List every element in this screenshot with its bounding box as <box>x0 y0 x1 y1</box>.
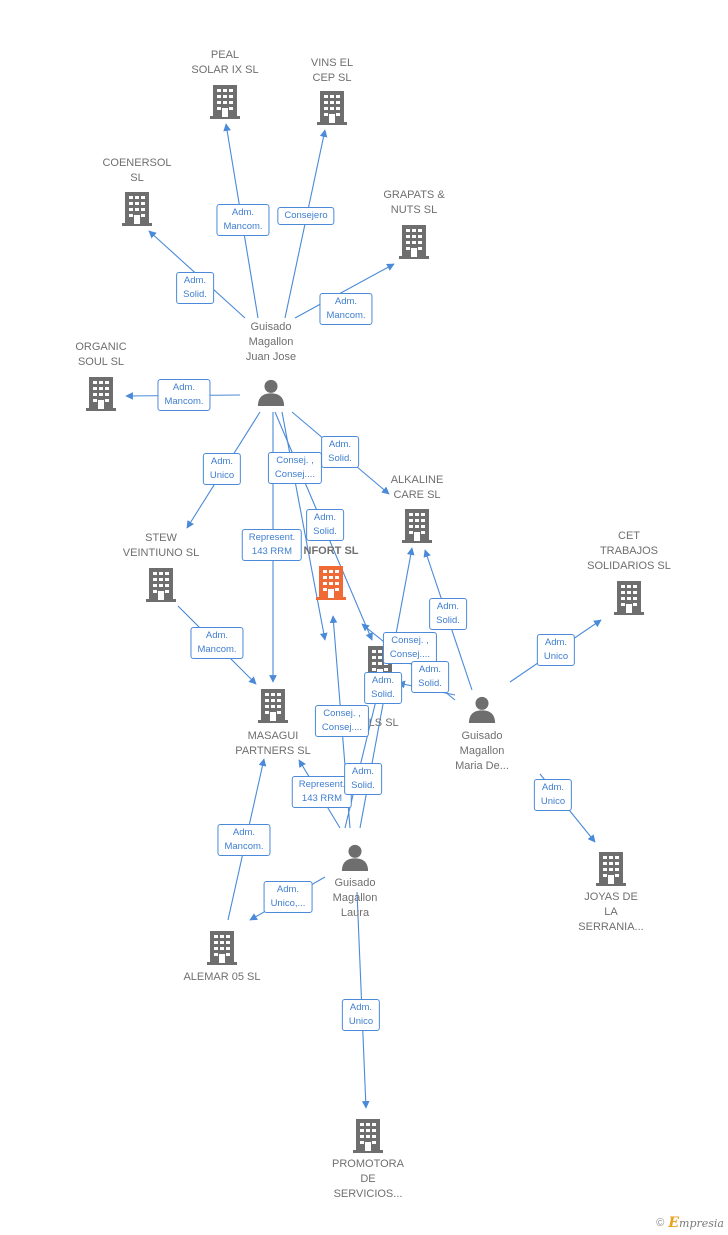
relation-tag[interactable]: Represent. 143 RRM <box>291 776 353 808</box>
person-icon[interactable] <box>468 696 496 723</box>
node-label-masagui[interactable]: MASAGUI PARTNERS SL <box>235 730 311 757</box>
node-label-promotora[interactable]: PROMOTORA DE SERVICIOS... <box>332 1158 404 1200</box>
relation-tag[interactable]: Adm. Solid. <box>411 661 449 693</box>
edge-juanjose-to-grapats <box>294 263 395 319</box>
relation-tag[interactable]: Adm. Solid. <box>429 598 467 630</box>
building-icon[interactable] <box>207 931 237 965</box>
building-icon[interactable] <box>146 568 176 602</box>
building-icon[interactable] <box>399 225 429 259</box>
person-icon[interactable] <box>341 844 369 871</box>
relation-tag[interactable]: Adm. Solid. <box>176 272 214 304</box>
node-label-mariade[interactable]: Guisado Magallon Maria De... <box>455 730 509 772</box>
relation-tag[interactable]: Adm. Mancom. <box>216 204 270 236</box>
node-label-peal[interactable]: PEAL SOLAR IX SL <box>191 49 259 76</box>
relation-tag[interactable]: Adm. Unico <box>202 453 242 485</box>
relation-tag[interactable]: Adm. Solid. <box>321 436 359 468</box>
node-label-focus[interactable]: NFORT SL <box>303 545 359 557</box>
relation-tag[interactable]: Adm. Mancom. <box>217 824 271 856</box>
relation-tag[interactable]: Represent. 143 RRM <box>241 529 303 561</box>
node-label-grapats[interactable]: GRAPATS & NUTS SL <box>383 189 445 216</box>
relation-tag[interactable]: Adm. Unico <box>341 999 381 1031</box>
person-icon[interactable] <box>257 379 285 406</box>
copyright-icon: © <box>656 1217 665 1229</box>
relation-tag[interactable]: Consej. , Consej.... <box>382 632 438 664</box>
relation-tag[interactable]: Consej. , Consej.... <box>267 452 323 484</box>
building-icon[interactable] <box>596 852 626 886</box>
relation-tag[interactable]: Consejero <box>277 207 335 225</box>
brand-logo[interactable]: Empresia <box>668 1215 724 1231</box>
node-label-coenersol[interactable]: COENERSOL SL <box>102 157 172 184</box>
node-label-alkaline[interactable]: ALKALINE CARE SL <box>390 474 444 501</box>
building-icon[interactable] <box>614 581 644 615</box>
footer: © Empresia <box>656 1215 724 1231</box>
brand-name: mpresia <box>679 1217 724 1230</box>
relation-tag[interactable]: Adm. Mancom. <box>157 379 211 411</box>
building-icon[interactable] <box>210 85 240 119</box>
node-label-laura[interactable]: Guisado Magallon Laura <box>332 877 378 919</box>
building-icon[interactable] <box>317 91 347 125</box>
node-label-joyas[interactable]: JOYAS DE LA SERRANIA... <box>578 891 644 933</box>
brand-initial: E <box>668 1215 680 1231</box>
building-icon[interactable] <box>316 566 346 600</box>
node-label-alemar[interactable]: ALEMAR 05 SL <box>183 971 261 983</box>
relation-tag[interactable]: Adm. Mancom. <box>319 293 373 325</box>
node-label-juanjose[interactable]: Guisado Magallon Juan Jose <box>245 321 297 363</box>
node-label-cet[interactable]: CET TRABAJOS SOLIDARIOS SL <box>587 530 671 572</box>
edge-juanjose-to-middle <box>281 411 328 641</box>
building-icon[interactable] <box>353 1119 383 1153</box>
relation-tag[interactable]: Adm. Unico,... <box>263 881 313 913</box>
building-icon[interactable] <box>258 689 288 723</box>
node-label-organic[interactable]: ORGANIC SOUL SL <box>75 341 127 368</box>
relation-tag[interactable]: Adm. Solid. <box>344 763 382 795</box>
building-icon[interactable] <box>122 192 152 226</box>
relation-tag[interactable]: Adm. Solid. <box>364 672 402 704</box>
building-icon[interactable] <box>402 509 432 543</box>
relation-tag[interactable]: Adm. Unico <box>536 634 576 666</box>
node-label-vins[interactable]: VINS EL CEP SL <box>310 57 354 84</box>
relation-tag[interactable]: Adm. Solid. <box>306 509 344 541</box>
building-icon[interactable] <box>86 377 116 411</box>
relation-tag[interactable]: Adm. Mancom. <box>190 627 244 659</box>
node-label-stew[interactable]: STEW VEINTIUNO SL <box>122 532 200 559</box>
relation-tag[interactable]: Adm. Unico <box>533 779 573 811</box>
relation-tag[interactable]: Consej. , Consej.... <box>314 705 370 737</box>
